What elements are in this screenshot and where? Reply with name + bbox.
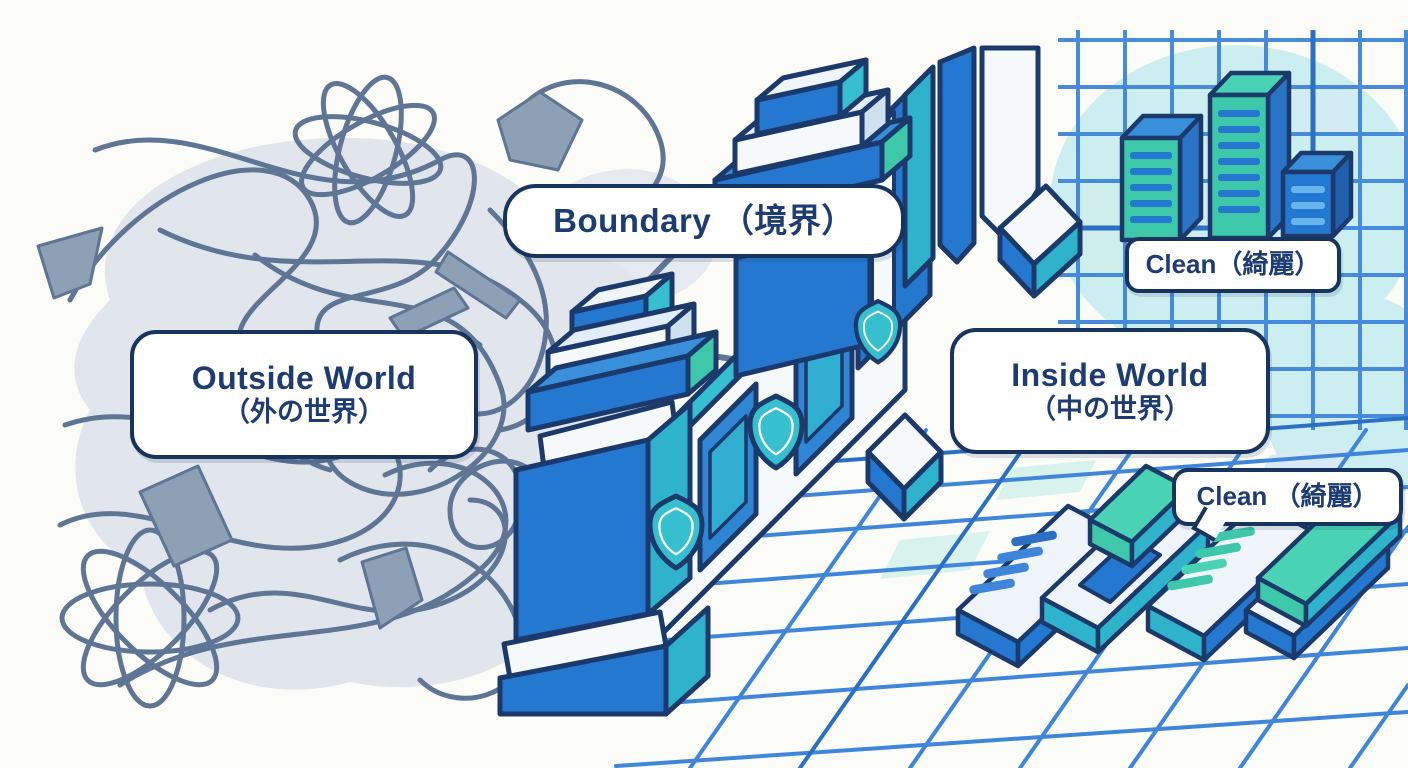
inside-world-title: Inside World: [1011, 356, 1209, 393]
boundary-wall: [497, 45, 1083, 717]
data-tray: [1039, 463, 1211, 655]
outside-world-title: Outside World: [191, 360, 417, 397]
boundary-label: Boundary （境界）: [503, 184, 905, 258]
wall-tower-left: [497, 271, 719, 717]
building-bars: [1119, 70, 1354, 243]
scribble-knot: [59, 527, 241, 709]
clean-top-text: Clean（綺麗）: [1145, 249, 1321, 280]
clean-bottom-text: Clean （綺麗）: [1196, 481, 1379, 512]
clean-label-bottom: Clean （綺麗）: [1172, 468, 1403, 542]
outside-world-subtitle: （外の世界）: [223, 397, 385, 428]
inside-world-subtitle: （中の世界）: [1029, 393, 1191, 424]
building-bar: [1207, 70, 1292, 241]
shield-icon: [853, 298, 903, 365]
debris-shapes: [36, 90, 584, 630]
tray-stacks: [955, 463, 1403, 669]
shield-icon: [747, 393, 805, 471]
building-bar: [1280, 150, 1354, 239]
inside-world-label: Inside World （中の世界）: [950, 328, 1270, 454]
building-bar: [1119, 113, 1204, 243]
shield-icon: [647, 493, 705, 571]
clean-label-top: Clean（綺麗）: [1125, 237, 1341, 293]
outside-world-label: Outside World （外の世界）: [130, 330, 478, 459]
boundary-title: Boundary （境界）: [553, 201, 855, 239]
